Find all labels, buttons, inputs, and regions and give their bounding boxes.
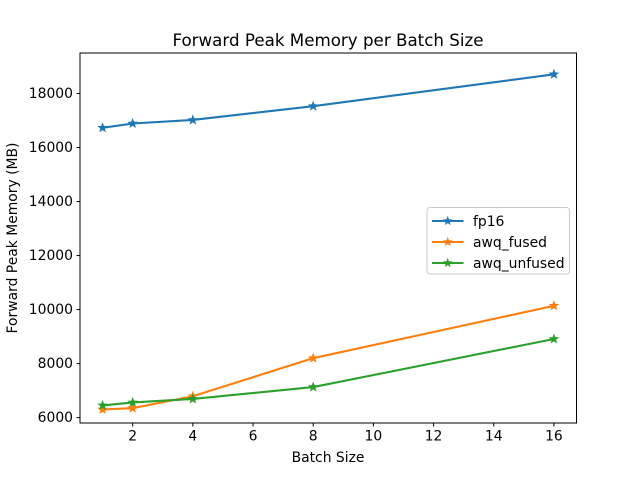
legend-label: fp16 [473,214,504,230]
marker-awq_unfused [548,333,560,344]
marker-awq_unfused [97,399,108,410]
x-tick-label: 6 [249,429,258,445]
marker-fp16 [548,68,560,79]
y-tick-label: 12000 [29,248,73,264]
legend-label: awq_fused [473,235,547,251]
marker-awq_fused [548,300,560,311]
legend-label: awq_unfused [473,256,565,272]
x-tick-label: 4 [188,429,197,445]
y-axis-label: Forward Peak Memory (MB) [5,143,21,334]
plot-area [79,52,577,424]
legend-entry-awq_fused: awq_fused [432,235,547,251]
y-tick-label: 8000 [38,356,73,372]
x-tick-label: 16 [545,429,563,445]
legend-box [426,207,570,275]
y-tick-label: 16000 [29,140,73,156]
marker-fp16 [127,117,138,129]
series-line-fp16 [102,73,555,129]
axis-ticks: 2 4 6 8 10 12 14 16 6000 8000 10000 12000 14000 16000… [29,86,563,444]
x-tick-label: 12 [425,429,443,445]
x-tick-label: 10 [365,429,383,445]
marker-fp16 [97,122,108,133]
legend-marker-awq_unfused [442,257,453,268]
series-line-awq_unfused [102,337,555,407]
marker-awq_unfused [307,381,319,392]
x-axis-label: Batch Size [292,450,365,466]
marker-awq_unfused [127,396,138,407]
data-series [97,68,560,415]
legend-marker-awq_fused [442,236,453,247]
marker-awq_fused [307,352,319,363]
y-tick-label: 10000 [29,302,73,318]
x-tick-label: 2 [128,429,137,445]
y-tick-label: 6000 [38,410,73,426]
series-line-awq_fused [102,304,555,411]
marker-awq_fused [97,403,108,415]
y-tick-label: 14000 [29,194,73,210]
x-tick-label: 8 [309,429,318,445]
chart-title: Forward Peak Memory per Batch Size [172,30,483,50]
y-tick-label: 18000 [29,86,73,102]
legend-marker-fp16 [442,215,453,226]
marker-fp16 [307,100,319,111]
legend: fp16 awq_fused awq_unfused [426,207,570,275]
marker-awq_fused [127,402,138,413]
marker-awq_unfused [187,393,199,404]
x-tick-label: 14 [485,429,503,445]
legend-entry-fp16: fp16 [432,214,504,230]
legend-entry-awq_unfused: awq_unfused [432,256,565,272]
marker-fp16 [187,114,199,125]
